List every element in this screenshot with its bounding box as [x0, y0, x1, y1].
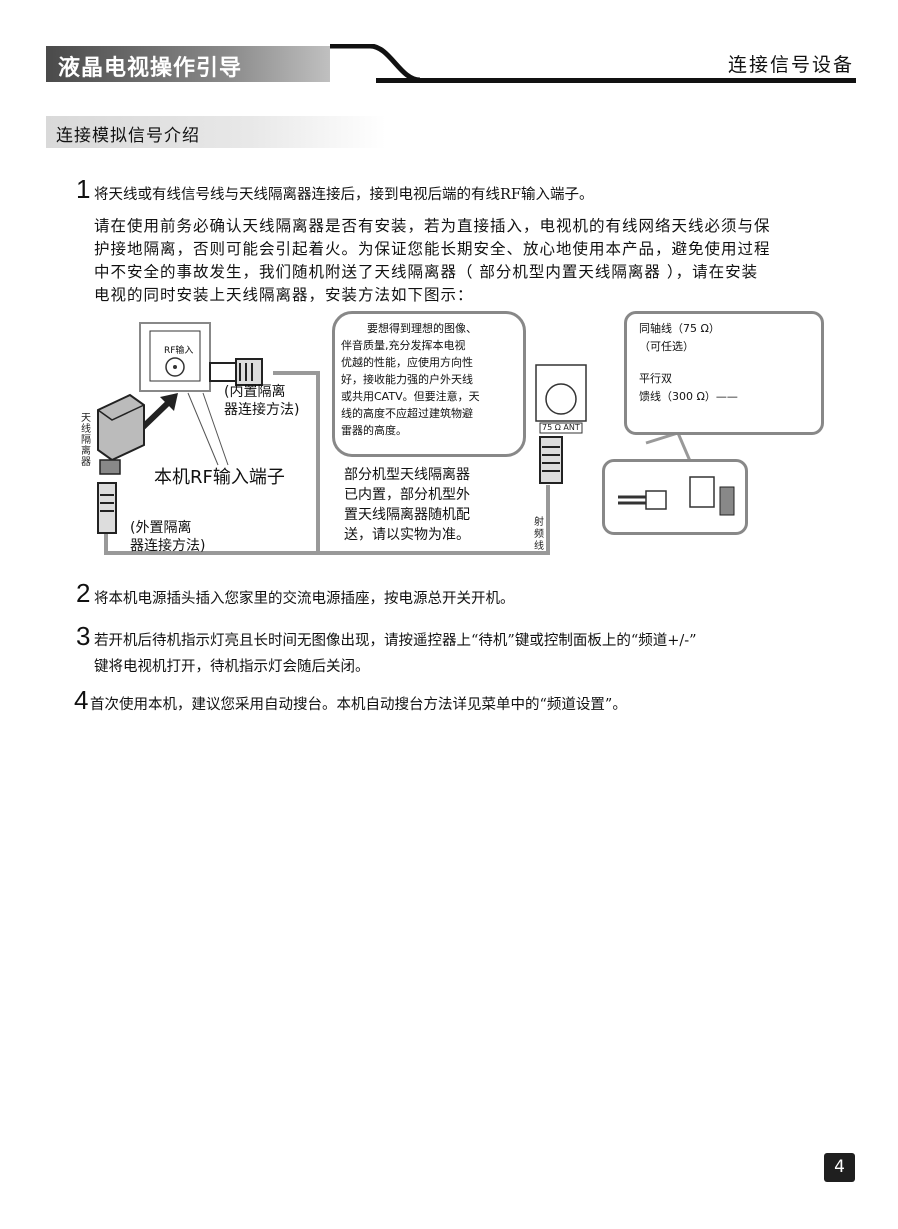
tip-line: 线的高度不应超过建筑物避 [341, 407, 473, 420]
step-number: 4 [74, 685, 89, 715]
external-line: 器连接方法) [130, 538, 206, 554]
antenna-type-panel: 同轴线（75 Ω） （可任选） 平行双 馈线（300 Ω）—— [624, 311, 824, 435]
tip-line: 要想得到理想的图像、 [367, 322, 477, 335]
builtin-note: 部分机型天线隔离器 已内置，部分机型外 置天线隔离器随机配 送，请以实物为准。 [344, 465, 514, 545]
isolator-label: 天线隔离器 [81, 413, 91, 468]
step-text-continued: 键将电视机打开，待机指示灯会随后关闭。 [94, 659, 370, 675]
step-number: 2 [76, 578, 91, 608]
safety-notice: 请在使用前务必确认天线隔离器是否有安装，若为直接插入，电视机的有线网络天线必须与… [94, 215, 824, 307]
note-line: 置天线隔离器随机配 [344, 507, 470, 523]
step-text: 若开机后待机指示灯亮且长时间无图像出现，请按遥控器上“待机”键或控制面板上的“频… [94, 633, 697, 649]
header-rule [376, 78, 856, 83]
parallel-label: 平行双 [639, 372, 672, 385]
step-text: 首次使用本机，建议您采用自动搜台。本机自动搜台方法详见菜单中的“频道设置”。 [90, 697, 627, 713]
notice-line: 护接地隔离，否则可能会引起着火。为保证您能长期安全、放心地使用本产品，避免使用过… [94, 240, 771, 258]
header-banner [46, 46, 376, 82]
builtin-method-label: (内置隔离 器连接方法) [224, 383, 299, 419]
builtin-line: (内置隔离 [224, 384, 286, 400]
note-line: 送，请以实物为准。 [344, 527, 470, 543]
rf-input-label: RF输入 [164, 346, 194, 356]
notice-line: 电视的同时安装上天线隔离器，安装方法如下图示： [94, 286, 474, 304]
step-text: 将本机电源插头插入您家里的交流电源插座，按电源总开关开机。 [94, 591, 515, 607]
note-line: 部分机型天线隔离器 [344, 467, 470, 483]
page-number: 4 [824, 1153, 855, 1182]
section-bar [46, 116, 386, 148]
step-number: 1 [76, 174, 91, 204]
external-line: (外置隔离 [130, 520, 192, 536]
tip-line: 好，接收能力强的户外天线 [341, 373, 473, 386]
coax-label: 同轴线（75 Ω） [639, 322, 720, 335]
tip-line: 伴音质量,充分发挥本电视 [341, 339, 466, 352]
tip-line: 优越的性能，应使用方向性 [341, 356, 473, 369]
section-title: 连接模拟信号介绍 [56, 126, 200, 146]
manual-title: 液晶电视操作引导 [58, 56, 243, 81]
ant-port-label: 75 Ω ANT [542, 423, 580, 432]
rf-terminal-label: 本机RF输入端子 [154, 467, 285, 488]
tip-line: 雷器的高度。 [341, 424, 407, 437]
note-line: 已内置，部分机型外 [344, 487, 470, 503]
builtin-line: 器连接方法) [224, 402, 300, 418]
antenna-tip-bubble: 要想得到理想的图像、 伴音质量,充分发挥本电视 优越的性能，应使用方向性 好，接… [332, 311, 526, 457]
connection-diagram: RF输入 (内置隔离 器连接方法) 天线隔离器 本机RF输入端子 (外置隔离 器… [78, 305, 830, 565]
step-number: 3 [76, 621, 91, 651]
tip-line: 或共用CATV。但要注意，天 [341, 390, 480, 403]
notice-line: 中不安全的事故发生，我们随机附送了天线隔离器（ 部分机型内置天线隔离器 ），请在… [94, 263, 759, 281]
notice-line: 请在使用前务必确认天线隔离器是否有安装，若为直接插入，电视机的有线网络天线必须与… [94, 217, 771, 235]
coax-optional: （可任选） [639, 340, 694, 353]
plug-closeup-panel [602, 459, 748, 535]
external-method-label: (外置隔离 器连接方法) [130, 519, 205, 555]
parallel-feeder: 馈线（300 Ω）—— [639, 390, 738, 403]
step-text: 将天线或有线信号线与天线隔离器连接后，接到电视后端的有线RF输入端子。 [94, 187, 594, 203]
rf-cable-label: 射频线 [534, 517, 544, 552]
chapter-title: 连接信号设备 [727, 54, 854, 76]
diagram-lines [97, 321, 809, 555]
